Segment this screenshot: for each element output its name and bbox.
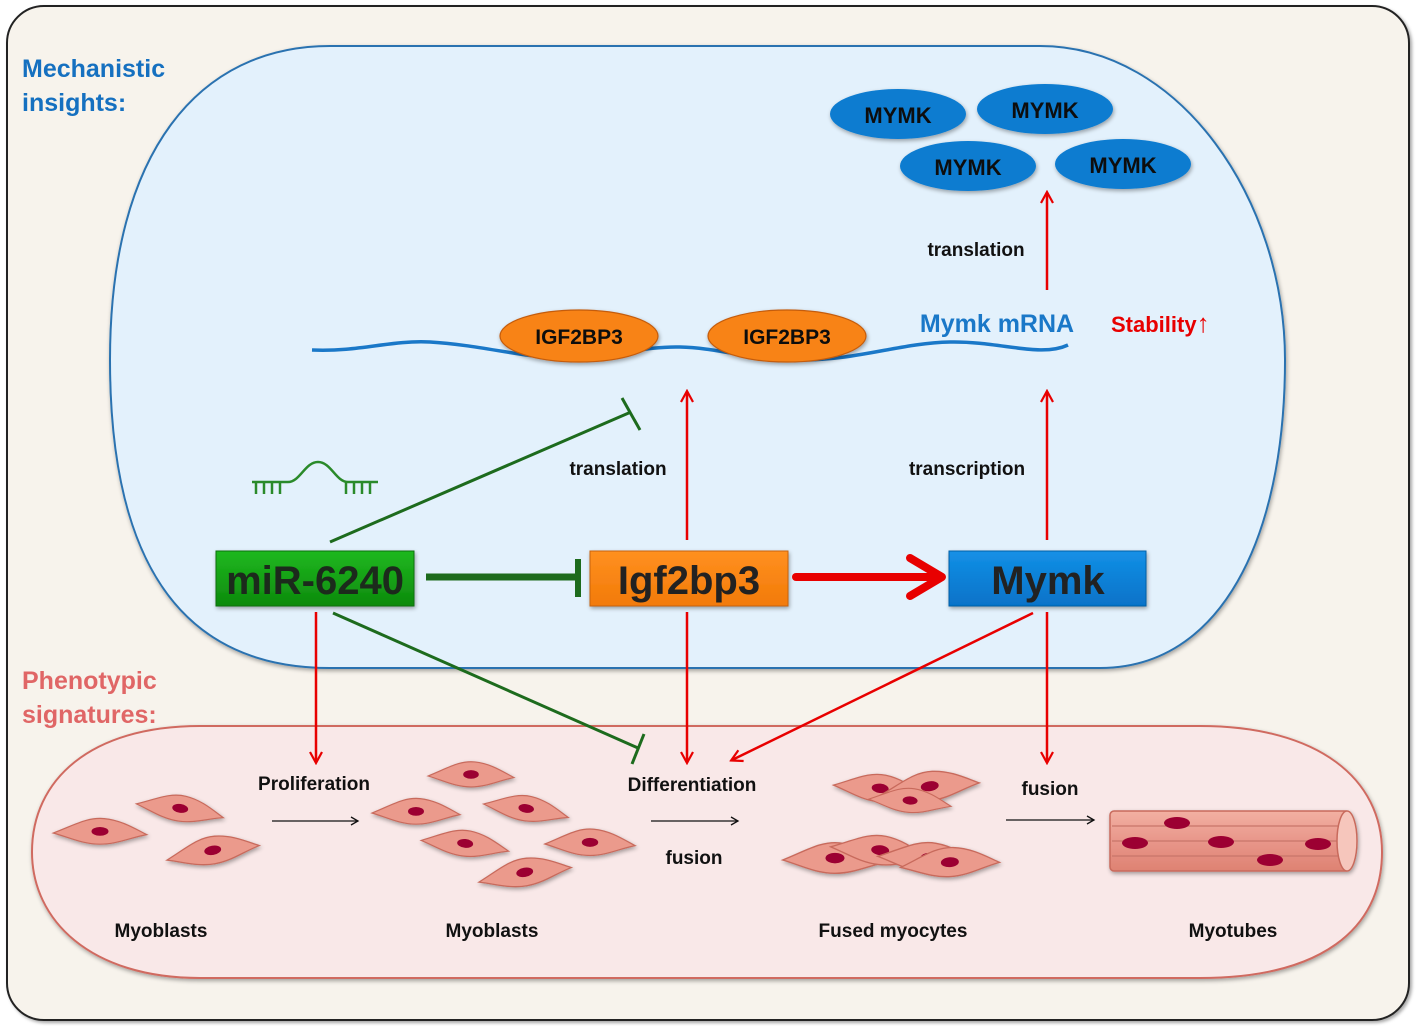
svg-text:MYMK: MYMK <box>864 103 931 128</box>
igf2bp3-protein: IGF2BP3 <box>707 309 867 363</box>
mymk-protein: MYMK <box>977 84 1113 134</box>
phenotypic-compartment <box>30 725 1384 979</box>
inhibition-mir-to-translation <box>329 397 642 544</box>
igf2bp3-protein: IGF2BP3 <box>499 309 659 363</box>
stage-label-myoblasts-2: Myoblasts <box>446 921 539 942</box>
mymk-protein: MYMK <box>830 89 966 139</box>
phenotypic-title-line2: signatures: <box>22 701 157 729</box>
stage-label-myoblasts-1: Myoblasts <box>115 921 208 942</box>
translation-label-top: translation <box>927 240 1024 261</box>
inhibition-mir-to-differentiation <box>332 611 646 765</box>
svg-text:MYMK: MYMK <box>1089 153 1156 178</box>
stage-label-myotubes: Myotubes <box>1189 921 1278 942</box>
svg-text:miR-6240: miR-6240 <box>226 559 404 603</box>
igf2bp3-node: Igf2bp3 <box>589 550 789 607</box>
stability-label: Stability↑ <box>1111 308 1210 338</box>
svg-text:MYMK: MYMK <box>934 155 1001 180</box>
transcription-label: transcription <box>909 459 1025 480</box>
up-arrow-icon: ↑ <box>1197 308 1210 338</box>
step-fusion-1: fusion <box>666 848 723 869</box>
translation-label-mid: translation <box>569 459 666 480</box>
svg-text:IGF2BP3: IGF2BP3 <box>743 326 831 349</box>
svg-text:IGF2BP3: IGF2BP3 <box>535 326 623 349</box>
activation-mymk-to-differentiation <box>732 611 1034 760</box>
inhibition-mir-to-igf2bp3 <box>426 559 581 597</box>
mymk-protein: MYMK <box>900 141 1036 191</box>
mechanistic-title-line2: insights: <box>22 89 126 117</box>
activation-igf2bp3-to-mymk <box>792 554 946 600</box>
step-fusion-2: fusion <box>1022 779 1079 800</box>
mymk-mrna-label: Mymk mRNA <box>920 310 1074 338</box>
svg-text:Igf2bp3: Igf2bp3 <box>618 559 760 603</box>
svg-text:Mymk: Mymk <box>991 559 1105 603</box>
mir-6240-node: miR-6240 <box>215 550 415 607</box>
stage-label-fused-myocytes: Fused myocytes <box>819 921 968 942</box>
step-proliferation: Proliferation <box>258 774 370 795</box>
phenotypic-title: Phenotypic <box>22 667 157 695</box>
mechanistic-compartment <box>108 45 1287 669</box>
mirna-hairpin-icon <box>252 460 378 494</box>
mymk-mrna-strand <box>311 340 1069 362</box>
svg-text:MYMK: MYMK <box>1011 98 1078 123</box>
step-differentiation: Differentiation <box>628 775 757 796</box>
mymk-protein: MYMK <box>1055 139 1191 189</box>
myotube <box>1109 810 1358 872</box>
mymk-node: Mymk <box>948 550 1147 607</box>
mechanistic-title: Mechanistic <box>22 55 165 83</box>
